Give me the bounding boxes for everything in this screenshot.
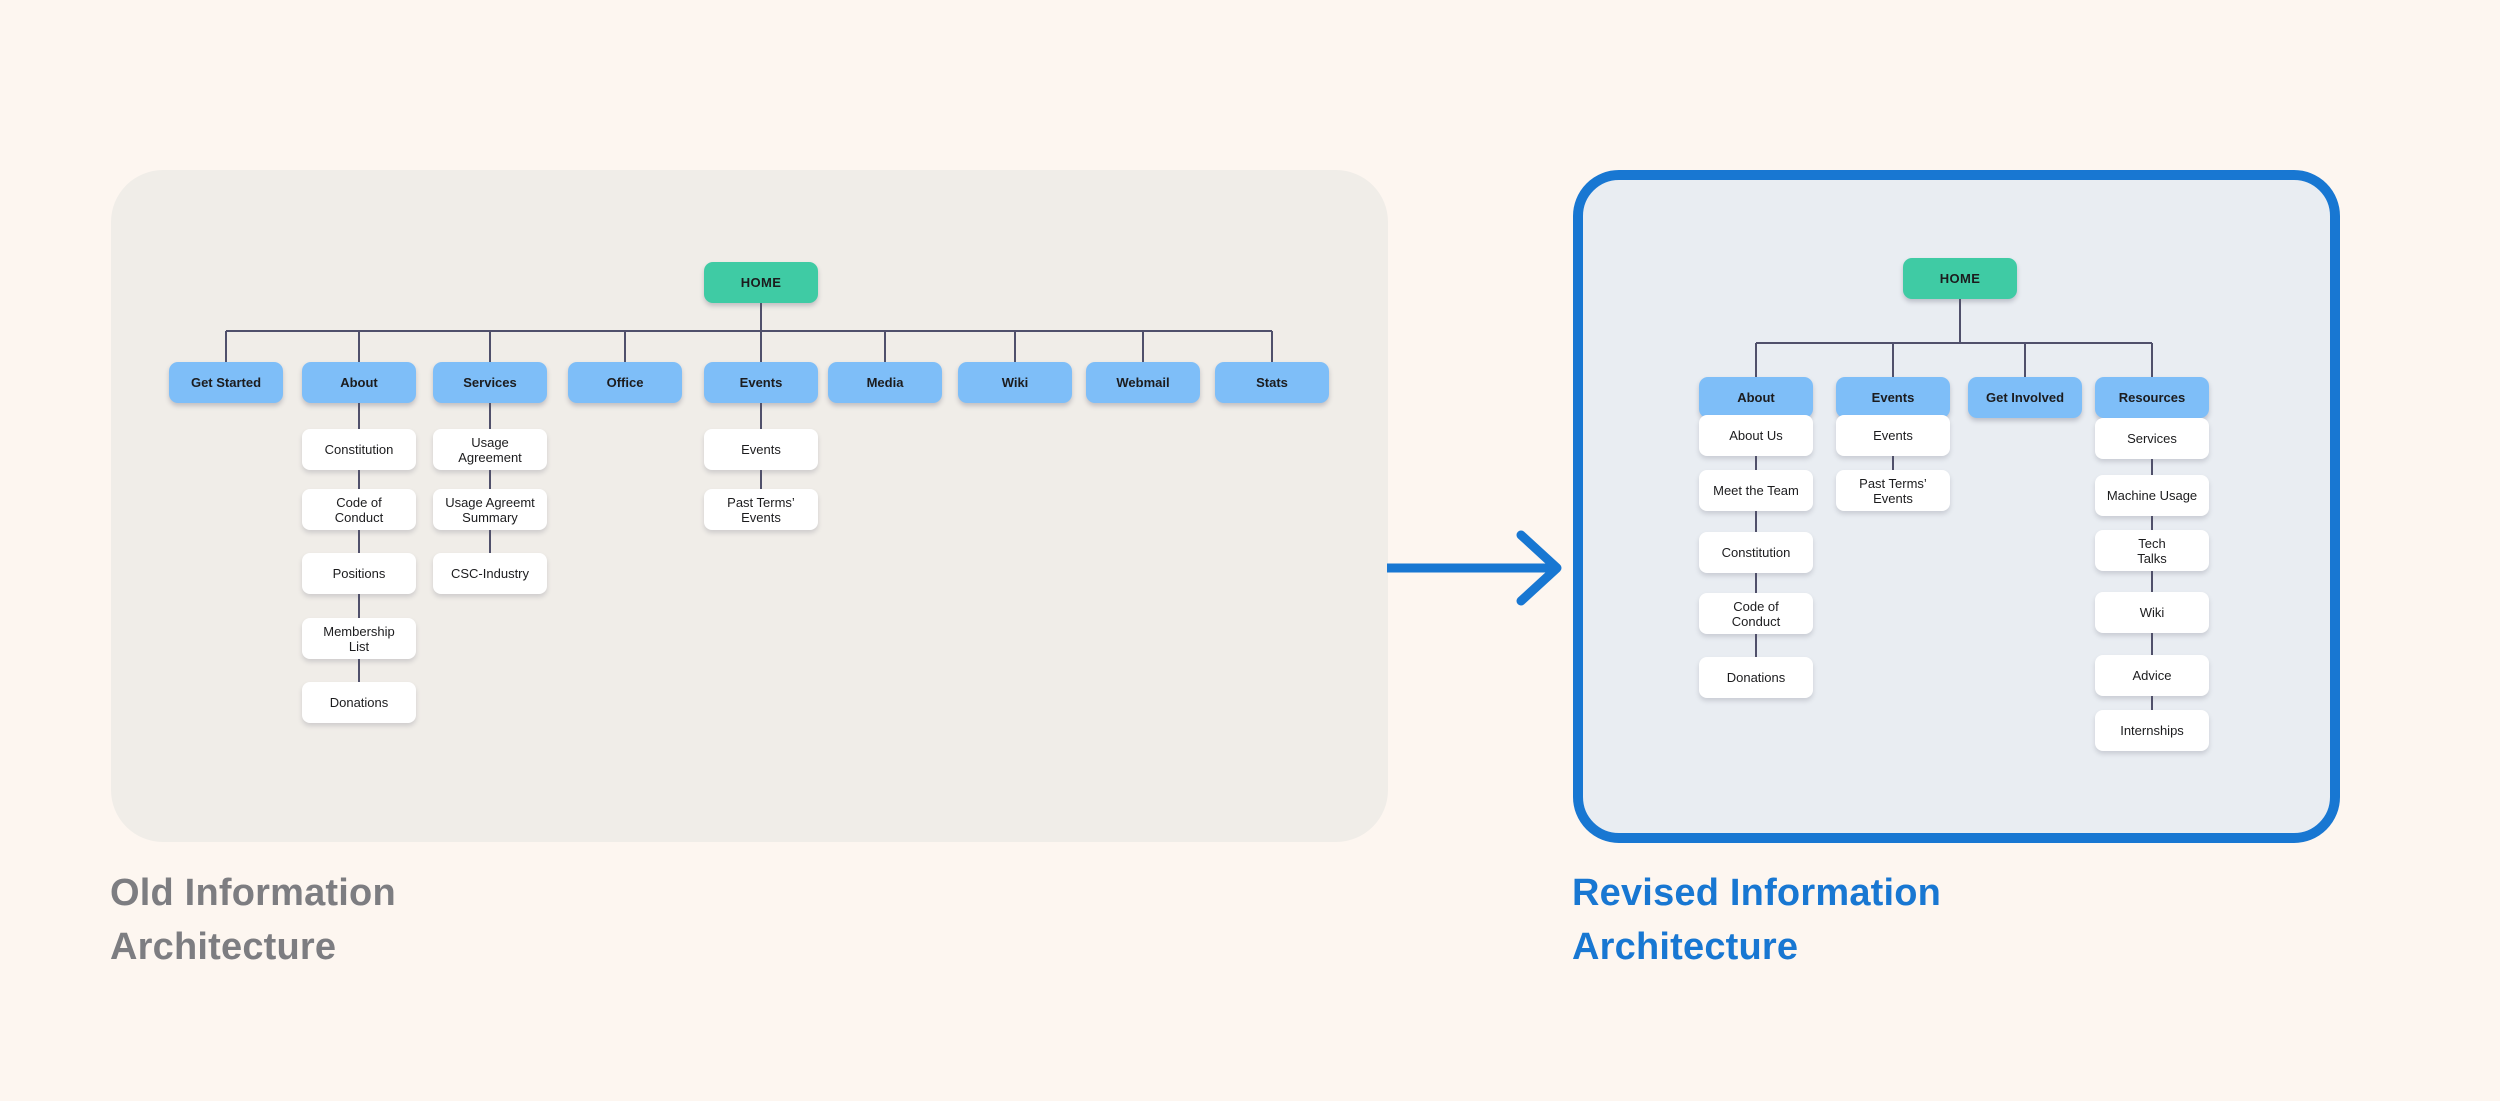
revised-sub-advice[interactable]: Advice (2095, 655, 2209, 696)
old-sub-past-terms-events[interactable]: Past Terms’ Events (704, 489, 818, 530)
old-sub-membership-list[interactable]: Membership List (302, 618, 416, 659)
old-sub-events[interactable]: Events (704, 429, 818, 470)
old-node-about[interactable]: About (302, 362, 416, 403)
revised-node-get-involved[interactable]: Get Involved (1968, 377, 2082, 418)
old-sub-positions[interactable]: Positions (302, 553, 416, 594)
connector-line (1755, 343, 1757, 377)
old-sub-csc-industry[interactable]: CSC-Industry (433, 553, 547, 594)
revised-sub-code-of-conduct[interactable]: Code of Conduct (1699, 593, 1813, 634)
old-node-events[interactable]: Events (704, 362, 818, 403)
connector-line (489, 331, 491, 362)
connector-line (225, 331, 227, 362)
old-node-office[interactable]: Office (568, 362, 682, 403)
connector-line (358, 331, 360, 362)
revised-sub-constitution[interactable]: Constitution (1699, 532, 1813, 573)
connector-line (884, 331, 886, 362)
revised-sub-internships[interactable]: Internships (2095, 710, 2209, 751)
revised-node-home[interactable]: HOME (1903, 258, 2017, 299)
old-sub-donations[interactable]: Donations (302, 682, 416, 723)
old-node-wiki[interactable]: Wiki (958, 362, 1072, 403)
revised-node-events[interactable]: Events (1836, 377, 1950, 418)
old-node-stats[interactable]: Stats (1215, 362, 1329, 403)
connector-line (760, 331, 762, 362)
connector-line (1014, 331, 1016, 362)
revised-sub-donations[interactable]: Donations (1699, 657, 1813, 698)
old-node-webmail[interactable]: Webmail (1086, 362, 1200, 403)
connector-line (1959, 299, 1961, 342)
old-node-get-started[interactable]: Get Started (169, 362, 283, 403)
old-sub-code-of-conduct[interactable]: Code of Conduct (302, 489, 416, 530)
revised-sub-meet-the-team[interactable]: Meet the Team (1699, 470, 1813, 511)
connector-line (1142, 331, 1144, 362)
connector-line (2024, 343, 2026, 377)
revised-sub-tech-talks[interactable]: Tech Talks (2095, 530, 2209, 571)
old-node-services[interactable]: Services (433, 362, 547, 403)
old-sub-usage-agreemt-summary[interactable]: Usage Agreemt Summary (433, 489, 547, 530)
revised-node-about[interactable]: About (1699, 377, 1813, 418)
revised-node-resources[interactable]: Resources (2095, 377, 2209, 418)
connector-line (1271, 331, 1273, 362)
old-node-media[interactable]: Media (828, 362, 942, 403)
connector-line (358, 403, 360, 693)
revised-sub-wiki[interactable]: Wiki (2095, 592, 2209, 633)
old-sub-usage-agreement[interactable]: Usage Agreement (433, 429, 547, 470)
connector-line (624, 331, 626, 362)
connector-rail (1756, 342, 2152, 344)
connector-rail (226, 330, 1272, 332)
connector-line (2151, 343, 2153, 377)
revised-sub-past-terms-events[interactable]: Past Terms’ Events (1836, 470, 1950, 511)
revised-sub-services[interactable]: Services (2095, 418, 2209, 459)
revised-sub-about-us[interactable]: About Us (1699, 415, 1813, 456)
revised-sub-machine-usage[interactable]: Machine Usage (2095, 475, 2209, 516)
old-architecture-title: Old Information Architecture (110, 872, 396, 968)
old-sub-constitution[interactable]: Constitution (302, 429, 416, 470)
transition-arrow-icon (1387, 530, 1562, 606)
revised-sub-events[interactable]: Events (1836, 415, 1950, 456)
connector-line (760, 303, 762, 331)
connector-line (1892, 343, 1894, 377)
connector-line (489, 403, 491, 563)
old-node-home[interactable]: HOME (704, 262, 818, 303)
revised-architecture-title: Revised Information Architecture (1572, 872, 1942, 968)
